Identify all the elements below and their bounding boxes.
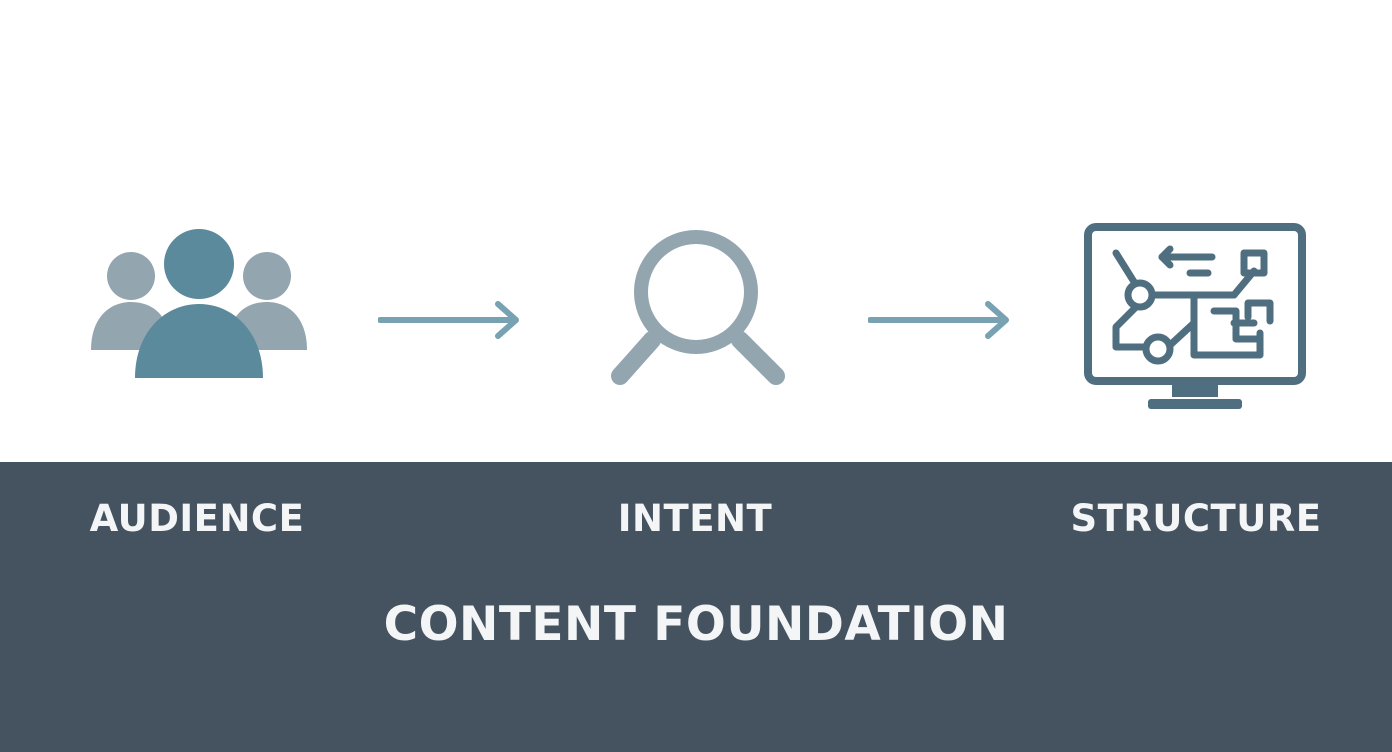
step-label-audience: AUDIENCE xyxy=(89,497,305,540)
step-label-structure: STRUCTURE xyxy=(1070,497,1322,540)
arrow-right-icon xyxy=(378,299,524,341)
foundation-band xyxy=(0,462,1392,752)
foundation-title: CONTENT FOUNDATION xyxy=(383,597,1009,652)
arrow-right-icon xyxy=(868,299,1014,341)
magnifying-glass-icon xyxy=(604,226,794,392)
monitor-flowchart-icon xyxy=(1084,223,1306,413)
icon-row xyxy=(85,222,1306,413)
step-label-intent: INTENT xyxy=(617,497,773,540)
people-group-icon xyxy=(85,222,313,386)
